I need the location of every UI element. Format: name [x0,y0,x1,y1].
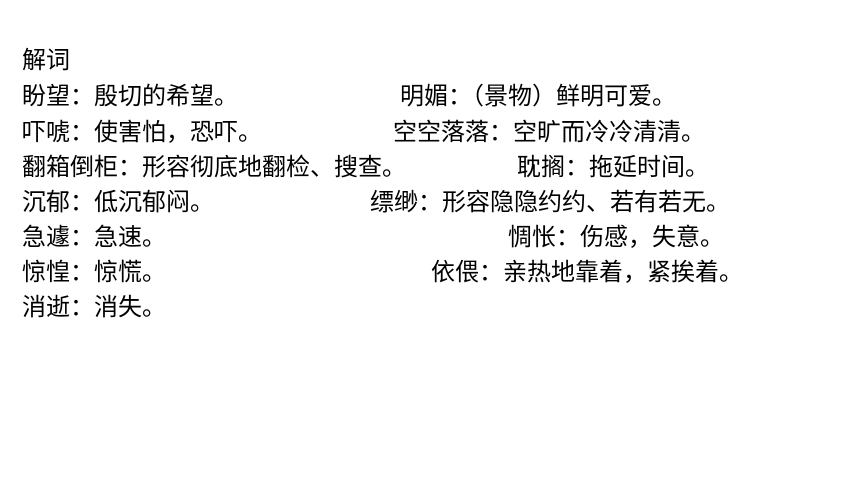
entry-left-4: 沉郁：低沉郁闷。 [22,188,214,216]
section-title: 解词 [22,46,70,74]
entry-left-5: 急遽：急速。 [22,223,166,251]
entry-left-7: 消逝：消失。 [22,293,166,321]
entry-left-2: 吓唬：使害怕，恐吓。 [22,118,262,146]
entry-right-2: 空空落落：空旷而冷冷清清。 [393,118,705,146]
entry-left-3: 翻箱倒柜：形容彻底地翻检、搜查。 [22,153,406,181]
entry-right-4: 缥缈：形容隐隐约约、若有若无。 [370,188,730,216]
entry-right-3: 耽搁：拖延时间。 [517,153,709,181]
entry-right-1: 明媚：（景物）鲜明可爱。 [400,82,676,110]
entry-left-6: 惊惶：惊慌。 [22,258,166,286]
entry-right-6: 依偎：亲热地靠着，紧挨着。 [431,258,743,286]
entry-left-1: 盼望：殷切的希望。 [22,82,238,110]
entry-right-5: 惆怅：伤感，失意。 [508,223,724,251]
